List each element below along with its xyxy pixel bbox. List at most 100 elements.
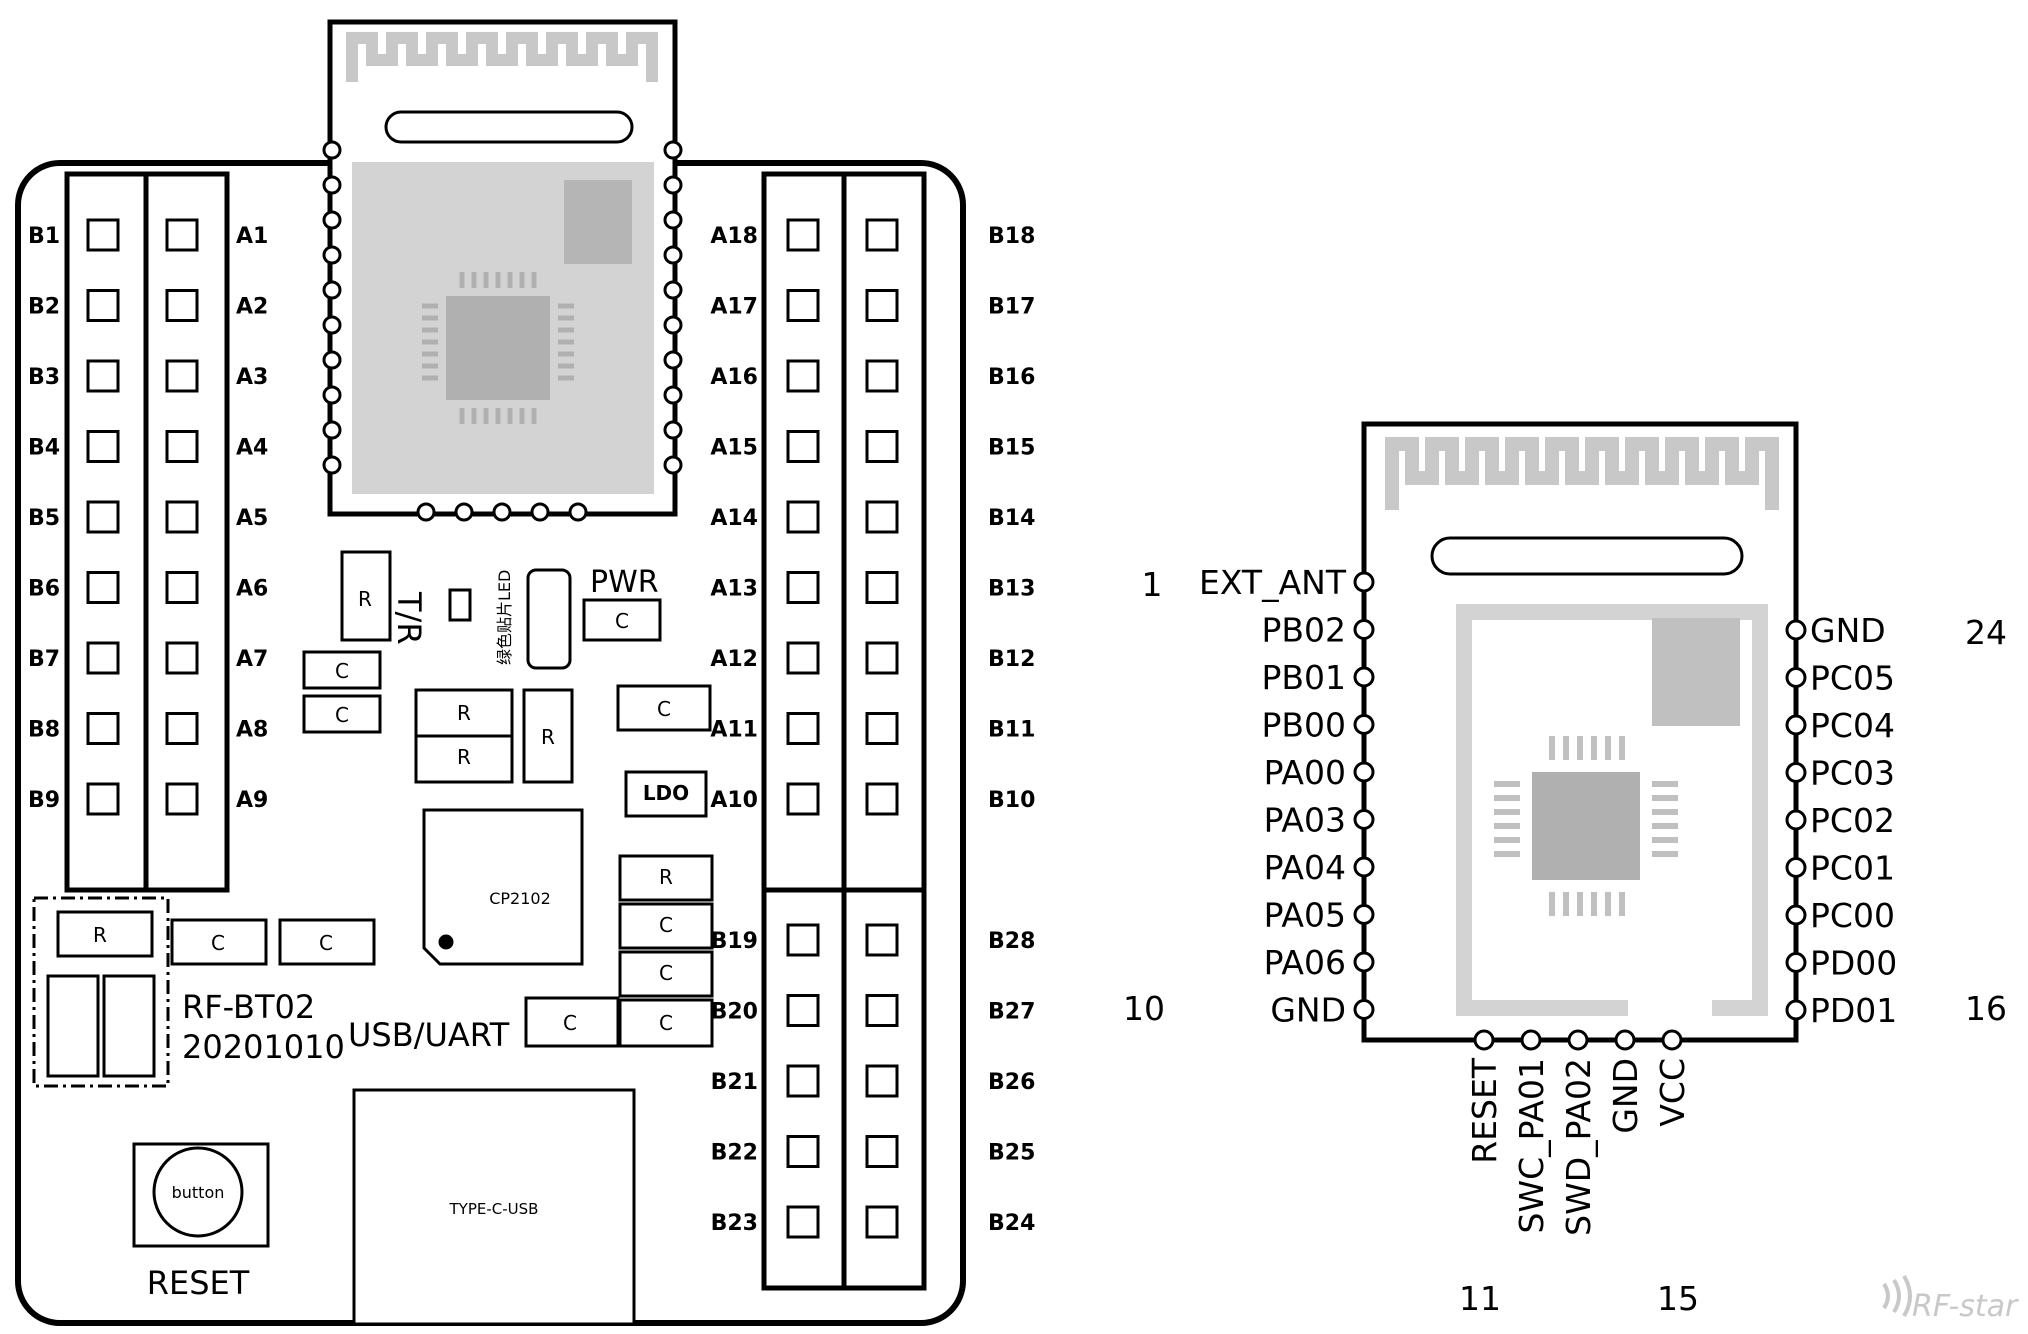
castellation xyxy=(322,280,342,300)
castellation-GND xyxy=(1614,1029,1636,1051)
pin-label-PC04: PC04 xyxy=(1810,706,1895,745)
header-right-lower-l-pad xyxy=(786,1205,820,1239)
pin-label-PB00: PB00 xyxy=(1261,706,1346,745)
pin-label-B22: B22 xyxy=(711,1141,758,1166)
castellation xyxy=(322,385,342,405)
castellation xyxy=(663,245,683,265)
silk-c-7: C xyxy=(659,1011,673,1035)
castellation-PA04 xyxy=(1353,856,1375,878)
pin-label-PC05: PC05 xyxy=(1810,659,1895,698)
header-left-a-pad xyxy=(165,500,199,534)
header-right-a-pad xyxy=(786,289,820,322)
header-left-b-pad xyxy=(86,641,120,675)
castellation xyxy=(530,502,550,522)
pin-label-B25: B25 xyxy=(988,1141,1035,1166)
header-left-a-pad xyxy=(165,359,199,393)
pin-label-B14: B14 xyxy=(988,506,1035,531)
castellation xyxy=(322,420,342,440)
header-right-lower-l-pad xyxy=(786,1135,820,1168)
castellation xyxy=(663,280,683,300)
silk-c-9: C xyxy=(319,931,333,955)
pin-label-B18: B18 xyxy=(988,224,1035,249)
silk-c-8: C xyxy=(211,931,225,955)
castellation xyxy=(663,350,683,370)
castellation-PC04 xyxy=(1785,714,1807,736)
castellation xyxy=(416,502,436,522)
pin-label-A2: A2 xyxy=(236,295,268,320)
castellation-PA05 xyxy=(1353,904,1375,925)
pin-label-VCC: VCC xyxy=(1653,1058,1692,1127)
pin-label-PC03: PC03 xyxy=(1810,754,1895,793)
header-right-lower-r-pad xyxy=(865,1064,899,1098)
module-pin-castellations xyxy=(1353,571,1807,1051)
castellation-PB00 xyxy=(1353,714,1375,735)
castellation-PB01 xyxy=(1353,666,1375,688)
pin-label-PA04: PA04 xyxy=(1264,848,1346,887)
castellation-PD01 xyxy=(1785,999,1807,1021)
header-right-a-pad xyxy=(786,641,820,675)
silk-cp2102: CP2102 xyxy=(489,889,551,908)
pin-label-B3: B3 xyxy=(28,365,60,390)
header-left-a-pad xyxy=(165,218,199,252)
pin-label-A17: A17 xyxy=(710,295,758,320)
pin-label-A4: A4 xyxy=(236,436,268,461)
header-right-lower-r-pad xyxy=(865,1205,899,1239)
header-right-a-pad xyxy=(786,782,820,816)
pin-label-A3: A3 xyxy=(236,365,268,390)
cap-pwr xyxy=(582,598,662,642)
header-right-a-pad xyxy=(786,500,820,534)
resistor-tr xyxy=(340,550,392,642)
header-left-b-pad xyxy=(86,430,120,463)
silk-r-1b: R xyxy=(457,745,471,769)
castellation xyxy=(568,502,588,522)
header-right-a-pad xyxy=(786,430,820,463)
cap-2 xyxy=(302,694,382,734)
pin-label-PA03: PA03 xyxy=(1264,801,1346,840)
pin-label-B23: B23 xyxy=(711,1211,758,1236)
pin-number-10: 10 xyxy=(1123,989,1165,1028)
header-left-a-pad xyxy=(165,289,199,322)
silk-typec: TYPE-C-USB xyxy=(449,1200,539,1218)
pin-label-A16: A16 xyxy=(710,365,758,390)
pin-label-PD00: PD00 xyxy=(1810,944,1897,983)
header-right-b-pad xyxy=(865,430,899,463)
silk-c-pwr: C xyxy=(615,609,629,633)
header-left-b-pad xyxy=(86,500,120,534)
castellation xyxy=(322,210,342,230)
pin-label-B16: B16 xyxy=(988,365,1035,390)
header-left-b-pad xyxy=(86,782,120,816)
pin-label-B27: B27 xyxy=(988,1000,1035,1025)
silk-r-2: R xyxy=(541,725,555,749)
pin-label-PA00: PA00 xyxy=(1264,753,1346,792)
pin-label-A6: A6 xyxy=(236,577,268,602)
pin-label-A14: A14 xyxy=(710,506,758,531)
pin-label-B20: B20 xyxy=(711,1000,758,1025)
header-left-b-pad xyxy=(86,289,120,322)
header-right-b-pad xyxy=(865,289,899,322)
header-right-lower-l-pad xyxy=(786,923,820,957)
castellation-PC01 xyxy=(1785,857,1807,878)
module-outline xyxy=(1361,421,1799,1043)
pin-label-A9: A9 xyxy=(236,788,268,813)
silk-c-4: C xyxy=(659,913,673,937)
header-left-b-pad xyxy=(86,218,120,252)
header-right-b-pad xyxy=(865,641,899,675)
castellation-PC03 xyxy=(1785,762,1807,783)
header-right-lower-r-pad xyxy=(865,923,899,957)
cap-5 xyxy=(618,950,714,998)
silk-tr: T/R xyxy=(390,591,428,645)
pin-label-EXT_ANT: EXT_ANT xyxy=(1199,563,1347,602)
silk-r-1a: R xyxy=(457,701,471,725)
castellation-GND xyxy=(1785,619,1807,641)
castellation-SWD_PA02 xyxy=(1567,1029,1589,1051)
pin-label-B2: B2 xyxy=(28,295,60,320)
castellation-SWC_PA01 xyxy=(1520,1029,1542,1051)
pin-label-SWC_PA01: SWC_PA01 xyxy=(1512,1058,1551,1233)
silk-model: RF-BT02 xyxy=(182,988,315,1026)
header-left-a-pad xyxy=(165,430,199,463)
pin-label-PA05: PA05 xyxy=(1264,896,1346,935)
module-pin-labels: EXT_ANTPB02PB01PB00PA00PA03PA04PA05PA06G… xyxy=(1199,563,1897,1236)
pin-label-B28: B28 xyxy=(988,929,1035,954)
silk-r-3: R xyxy=(659,865,673,889)
castellation xyxy=(322,315,342,335)
